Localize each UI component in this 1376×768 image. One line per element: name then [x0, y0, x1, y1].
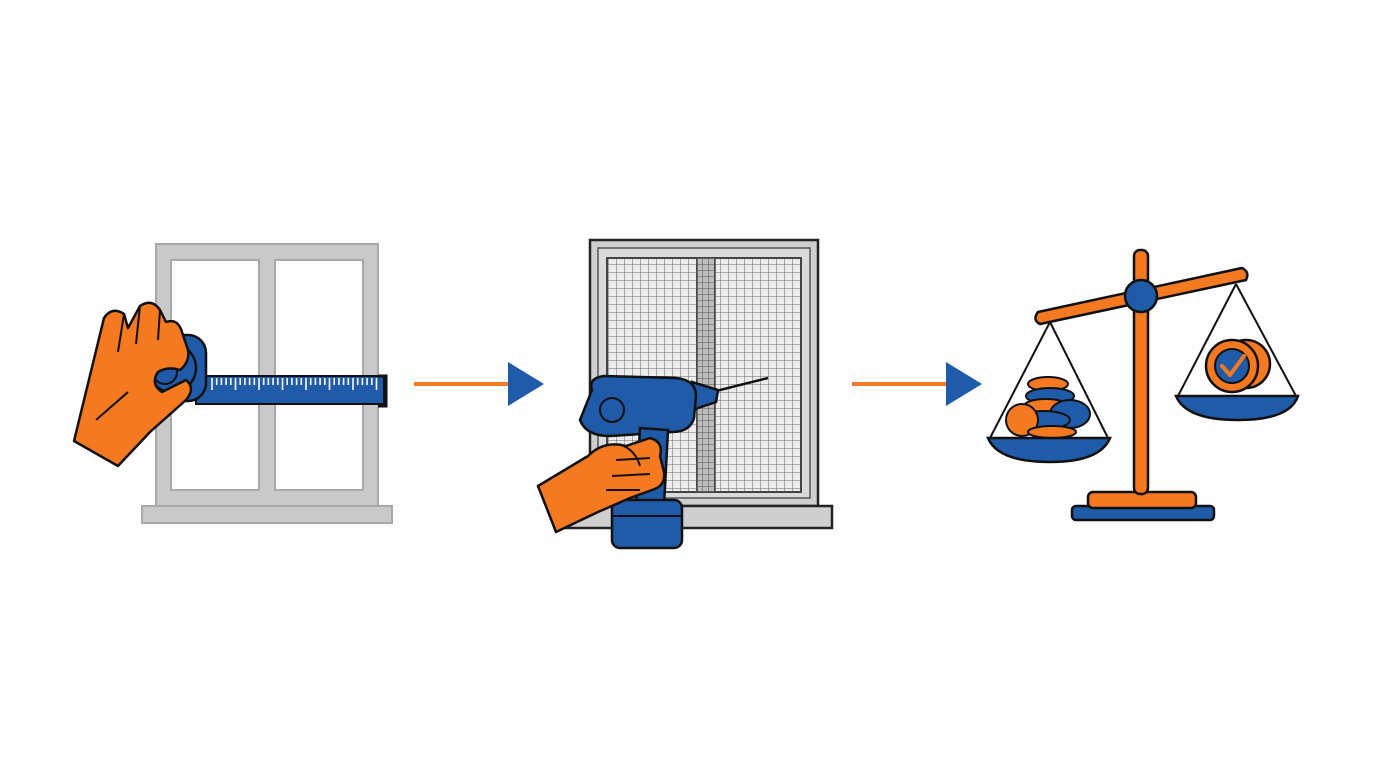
step-compare: [986, 248, 1300, 522]
arrow-right-icon: [852, 362, 982, 406]
arrow-right-icon: [414, 362, 544, 406]
right-pan: [1174, 394, 1300, 422]
step-install: [536, 238, 834, 550]
hand-icon: [536, 436, 666, 534]
balance-scale-icon: [989, 248, 1297, 522]
checkmark-coin-icon: [1204, 338, 1272, 394]
hand-icon: [72, 301, 193, 468]
step-measure: [72, 243, 393, 524]
left-pan: [986, 436, 1112, 464]
coin-stack-icon: [1005, 376, 1091, 439]
